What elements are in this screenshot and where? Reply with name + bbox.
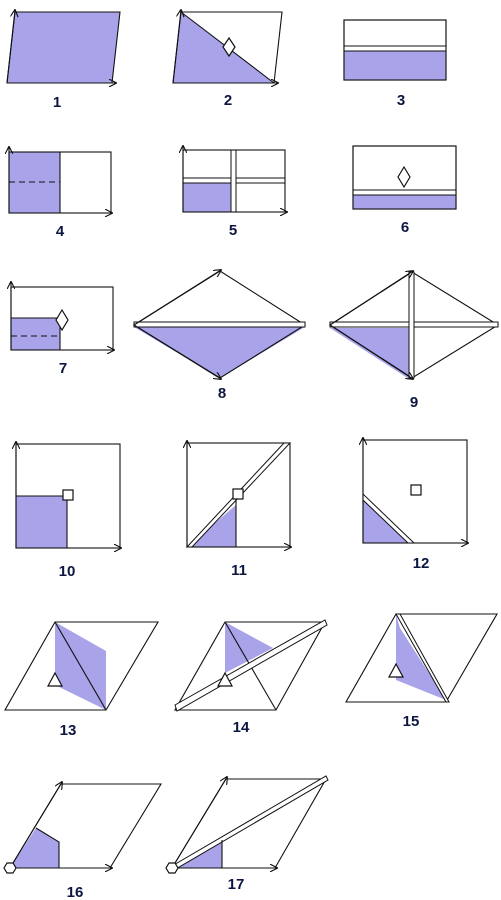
paper-shape xyxy=(330,328,409,379)
square-marker-icon xyxy=(410,484,422,496)
paper-shape xyxy=(134,327,305,378)
fold-line xyxy=(54,621,107,711)
folded-band xyxy=(230,149,237,213)
direction-arrow xyxy=(133,270,221,326)
step-number: 9 xyxy=(410,394,418,411)
fold-line xyxy=(35,827,60,868)
step-number: 4 xyxy=(56,223,65,240)
step-14: 14 xyxy=(174,619,328,736)
diamond-marker-icon xyxy=(397,165,411,189)
hexagon-marker-icon xyxy=(3,862,17,874)
paper-outline xyxy=(352,145,457,210)
direction-arrow xyxy=(329,271,413,326)
folded-band xyxy=(352,189,457,196)
step-number: 7 xyxy=(59,360,67,377)
step-number: 1 xyxy=(53,94,61,111)
step-number: 8 xyxy=(218,385,226,402)
hexagon-marker-icon xyxy=(165,862,179,874)
step-2: 2 xyxy=(172,10,283,109)
step-7: 7 xyxy=(11,282,114,377)
step-number: 10 xyxy=(59,563,76,580)
direction-arrow xyxy=(6,10,15,84)
step-12: 12 xyxy=(363,438,468,572)
paper-shape xyxy=(225,622,273,673)
step-4: 4 xyxy=(9,147,112,240)
paper-shape xyxy=(344,51,446,80)
folded-band xyxy=(174,619,328,712)
step-number: 3 xyxy=(397,92,405,109)
step-13: 13 xyxy=(4,621,159,739)
paper-outline xyxy=(343,19,447,81)
direction-arrow xyxy=(9,782,62,869)
step-number: 11 xyxy=(231,562,247,579)
direction-arrow xyxy=(329,324,413,379)
paper-shape xyxy=(183,183,231,212)
paper-shape xyxy=(396,614,446,700)
step-number: 6 xyxy=(401,219,409,236)
diamond-marker-icon xyxy=(222,36,236,58)
direction-arrow xyxy=(171,777,227,869)
folded-band xyxy=(395,613,450,703)
triangle-marker-icon xyxy=(216,671,234,687)
step-number: 12 xyxy=(413,555,430,572)
step-number: 16 xyxy=(67,884,84,900)
step-11: 11 xyxy=(187,441,291,579)
step-10: 10 xyxy=(16,442,121,580)
step-5: 5 xyxy=(183,146,287,239)
folded-band xyxy=(408,271,415,379)
triangle-marker-icon xyxy=(387,662,405,678)
step-17: 17 xyxy=(165,775,329,893)
paper-shape xyxy=(353,195,456,209)
direction-arrow xyxy=(172,10,181,84)
step-8: 8 xyxy=(132,270,307,402)
step-number: 2 xyxy=(224,92,232,109)
step-6: 6 xyxy=(352,145,457,236)
square-marker-icon xyxy=(62,489,74,501)
paper-shape xyxy=(7,12,120,83)
step-number: 13 xyxy=(60,722,77,739)
triangle-marker-icon xyxy=(46,671,64,687)
step-15: 15 xyxy=(345,613,498,730)
step-9: 9 xyxy=(328,271,500,411)
paper-shape xyxy=(10,828,59,868)
step-number: 15 xyxy=(403,713,420,730)
step-1: 1 xyxy=(6,10,121,111)
folded-band xyxy=(133,321,306,328)
step-3: 3 xyxy=(343,19,447,109)
folded-band xyxy=(343,45,447,52)
step-number: 17 xyxy=(228,876,245,893)
direction-arrow xyxy=(133,324,221,379)
step-number: 14 xyxy=(233,719,250,736)
step-number: 5 xyxy=(229,222,237,239)
square-marker-icon xyxy=(232,488,244,500)
paper-shape xyxy=(16,496,67,548)
step-16: 16 xyxy=(3,782,162,900)
diamond-marker-icon xyxy=(55,308,69,332)
paper-shape xyxy=(11,318,60,350)
folded-band xyxy=(171,775,329,871)
